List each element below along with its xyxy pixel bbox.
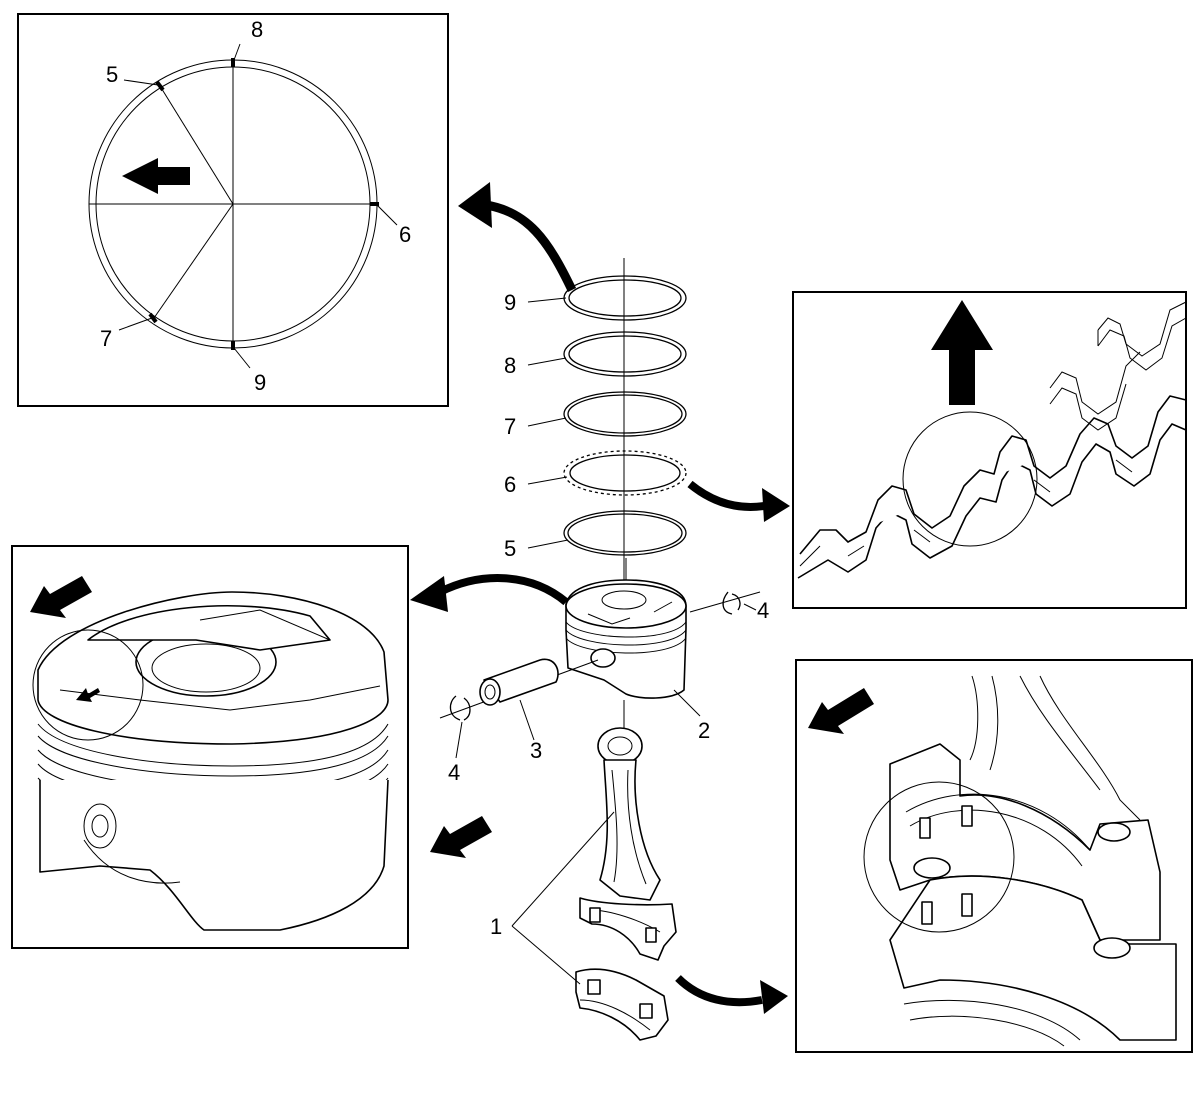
direction-arrow-icon (808, 688, 874, 734)
direction-arrow-icon (430, 816, 492, 858)
callout-9: 9 (504, 290, 516, 315)
callout-8: 8 (504, 353, 516, 378)
callout-4-right: 4 (757, 598, 769, 623)
piston-ring-stack: 9 8 7 6 5 (504, 258, 687, 596)
callout-5: 5 (504, 536, 516, 561)
callout-7: 7 (504, 414, 516, 439)
curved-arrow-icon (458, 182, 577, 292)
callout-7-detail: 7 (100, 326, 112, 351)
piston-pin-retainer: 4 (448, 695, 471, 785)
piston-pin: 3 (439, 658, 599, 763)
rod-bearing-detail-panel (795, 659, 1193, 1053)
small-arrow-icon (76, 688, 100, 702)
callout-1: 1 (490, 914, 502, 939)
expander-detail-panel (792, 291, 1187, 609)
connecting-rod (579, 700, 677, 961)
connecting-rod-cap (575, 968, 669, 1041)
piston (565, 558, 761, 699)
curved-arrow-icon (410, 574, 569, 612)
callout-6: 6 (504, 472, 516, 497)
second-compression-ring (563, 331, 687, 377)
direction-arrow-icon (30, 576, 92, 618)
piston-detail-panel (11, 545, 492, 949)
direction-arrow-icon (122, 158, 190, 194)
callout-3: 3 (530, 738, 542, 763)
callout-4-left: 4 (448, 760, 460, 785)
curved-arrow-icon (687, 480, 790, 522)
ring-gap-detail-panel: 8 5 6 7 9 (17, 13, 449, 407)
oil-ring-expander (563, 450, 687, 496)
up-arrow-icon (931, 300, 993, 405)
callout-9-detail: 9 (254, 370, 266, 395)
piston-pin-retainer: 4 (722, 591, 769, 623)
callout-5-detail: 5 (106, 62, 118, 87)
curved-arrow-icon (675, 975, 788, 1014)
callout-2: 2 (698, 718, 710, 743)
oil-ring-upper-rail (563, 391, 687, 437)
oil-ring-lower-rail (563, 510, 687, 556)
callout-8-detail: 8 (251, 17, 263, 42)
top-compression-ring (563, 275, 687, 321)
callout-6-detail: 6 (399, 222, 411, 247)
